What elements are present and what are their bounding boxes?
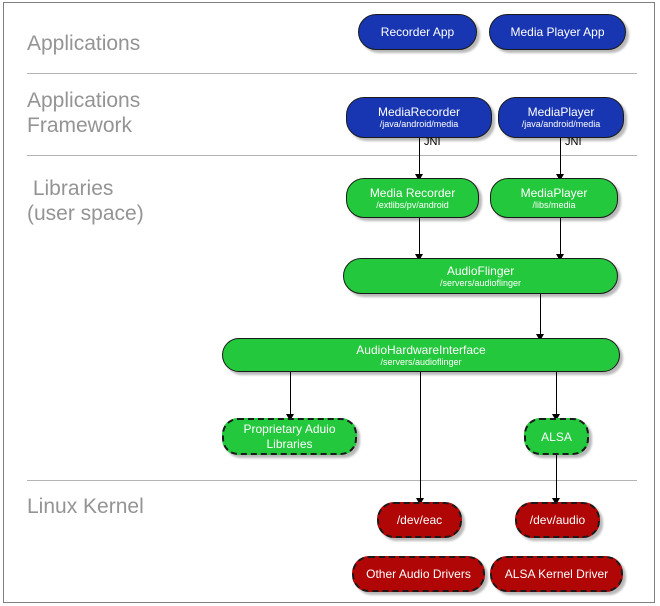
edge-label-jni-recorder: JNI <box>424 136 441 148</box>
connector-ahi-to-dev-eac <box>420 372 421 502</box>
node-subtitle: /java/android/media <box>521 119 601 129</box>
arrowhead-ahi-to-proprietary-libraries <box>286 414 294 421</box>
arrowhead-audioflinger-to-ahi <box>536 334 544 341</box>
connector-mediaplayerlib-to-audioflinger <box>560 218 561 258</box>
layer-label-libraries: Libraries (user space) <box>27 177 144 225</box>
node-subtitle: /libs/media <box>532 199 576 210</box>
node-title: Proprietary Aduio Libraries <box>243 421 336 451</box>
node-media-player-library[interactable]: MediaPlayer /libs/media <box>490 178 618 218</box>
node-title: ALSA Kernel Driver <box>504 567 609 581</box>
node-subtitle: /servers/audioflinger <box>380 356 462 367</box>
node-alsa[interactable]: ALSA <box>524 418 589 455</box>
arrowhead-mediaplayer-to-lib <box>556 174 564 181</box>
arrowhead-mediaplayerlib-to-audioflinger <box>556 254 564 261</box>
node-title: Recorder App <box>380 25 455 39</box>
node-audio-hardware-interface[interactable]: AudioHardwareInterface /servers/audiofli… <box>222 338 620 372</box>
node-title: AudioFlinger <box>446 263 515 278</box>
connector-alsa-to-dev-audio <box>556 455 557 502</box>
arrowhead-mediarecorderlib-to-audioflinger <box>415 254 423 261</box>
node-audio-flinger[interactable]: AudioFlinger /servers/audioflinger <box>343 258 618 294</box>
arrowhead-mediarecorder-to-lib <box>415 174 423 181</box>
node-subtitle: /extlibs/pv/android <box>376 199 449 210</box>
divider-framework <box>27 155 637 156</box>
arrowhead-ahi-to-dev-eac <box>416 498 424 505</box>
layer-label-linux-kernel: Linux Kernel <box>27 495 144 518</box>
connector-mediaplayer-to-lib <box>560 138 561 178</box>
node-media-player-framework[interactable]: MediaPlayer /java/android/media <box>498 97 624 138</box>
node-title: Media Recorder <box>369 185 456 200</box>
node-media-recorder-framework[interactable]: MediaRecorder /java/android/media <box>346 97 492 138</box>
node-media-player-app[interactable]: Media Player App <box>489 14 626 50</box>
divider-linux-kernel <box>27 480 637 481</box>
node-alsa-kernel-driver[interactable]: ALSA Kernel Driver <box>490 556 623 592</box>
node-subtitle: /java/android/media <box>379 119 459 129</box>
node-title: MediaPlayer <box>520 185 588 200</box>
node-proprietary-audio-libraries[interactable]: Proprietary Aduio Libraries <box>222 418 357 455</box>
layer-label-applications: Applications <box>27 32 141 55</box>
node-title: /dev/eac <box>396 513 443 527</box>
connector-mediarecorderlib-to-audioflinger <box>419 218 420 258</box>
connector-mediarecorder-to-lib <box>419 138 420 178</box>
divider-applications <box>27 73 637 74</box>
node-dev-eac[interactable]: /dev/eac <box>377 502 462 538</box>
node-recorder-app[interactable]: Recorder App <box>358 14 477 50</box>
node-media-recorder-library[interactable]: Media Recorder /extlibs/pv/android <box>346 178 479 218</box>
node-subtitle: /servers/audioflinger <box>439 277 522 288</box>
connector-ahi-to-alsa <box>556 372 557 418</box>
diagram-frame <box>3 2 655 603</box>
node-title: /dev/audio <box>529 513 586 527</box>
connector-ahi-to-proprietary-libraries <box>290 372 291 418</box>
connector-audioflinger-to-ahi <box>540 294 541 338</box>
layer-label-applications-framework: Applications Framework <box>27 89 141 137</box>
arrowhead-alsa-to-dev-audio <box>552 498 560 505</box>
node-dev-audio[interactable]: /dev/audio <box>515 502 600 538</box>
node-title: ALSA <box>541 429 572 444</box>
node-other-audio-drivers[interactable]: Other Audio Drivers <box>352 556 485 592</box>
node-title: Media Player App <box>510 25 605 39</box>
node-title: MediaPlayer <box>527 105 595 119</box>
edge-label-jni-player: JNI <box>565 136 582 148</box>
node-title: Other Audio Drivers <box>366 567 471 581</box>
node-title: MediaRecorder <box>377 105 461 119</box>
node-title: AudioHardwareInterface <box>356 342 486 357</box>
arrowhead-ahi-to-alsa <box>552 414 560 421</box>
